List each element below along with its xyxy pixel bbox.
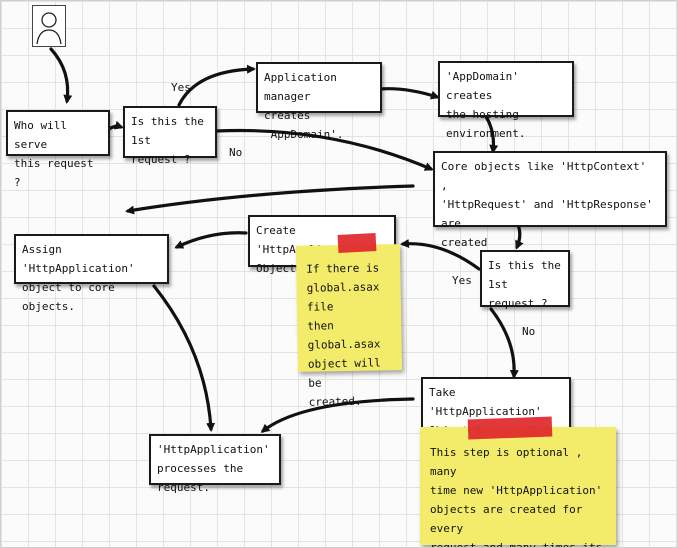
node-assign-httpapplication: Assign 'HttpApplication' object to core … xyxy=(14,234,169,313)
arrow-create-to-assign xyxy=(174,231,248,249)
label-yes-top: Yes xyxy=(171,81,191,94)
arrow-core-to-assign xyxy=(125,184,415,215)
node-first-request-top: Is this the 1st request ? xyxy=(123,106,217,166)
node-core-objects: Core objects like 'HttpContext' , 'HttpR… xyxy=(433,151,667,249)
node-processes-request: 'HttpApplication' processes the request. xyxy=(149,434,281,494)
arrow-take-to-processes xyxy=(260,397,415,433)
arrow-user-to-who xyxy=(49,47,73,104)
node-who-will-serve: Who will serve this request ? xyxy=(6,110,110,189)
user-icon xyxy=(32,5,66,47)
arrow-who-to-first xyxy=(107,120,124,131)
arrow-app-manager-to-appdomain xyxy=(377,87,440,100)
label-yes-mid: Yes xyxy=(452,274,472,287)
sticky-note-global-asax: If there is global.asax file then global… xyxy=(295,244,403,409)
tape-optional xyxy=(467,416,553,440)
arrow-first-mid-yes-to-create xyxy=(400,239,481,271)
tape-global-asax xyxy=(337,233,377,253)
arrow-first-no-to-core xyxy=(214,128,434,171)
label-no-mid: No xyxy=(522,325,536,338)
node-first-request-mid: Is this the 1st request ? xyxy=(480,250,570,310)
arrow-first-mid-no-to-take xyxy=(489,307,519,379)
label-no-top: No xyxy=(229,146,243,159)
arrow-first-yes-to-app-manager xyxy=(177,64,256,107)
node-appdomain: 'AppDomain' creates the hosting environm… xyxy=(438,61,574,140)
node-application-manager: Application manager creates 'AppDomain'. xyxy=(256,62,382,141)
sticky-note-optional: This step is optional , many time new 'H… xyxy=(420,427,616,547)
arrow-assign-to-processes xyxy=(152,284,216,432)
